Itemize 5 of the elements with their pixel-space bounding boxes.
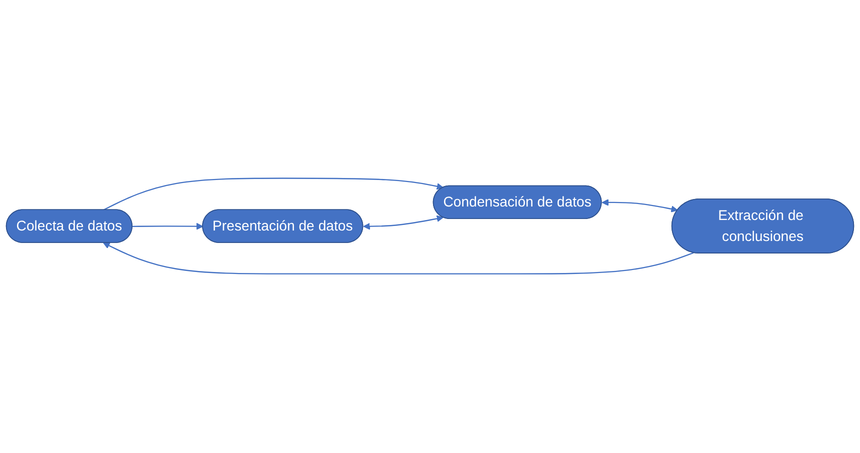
arrow bbox=[103, 242, 694, 275]
arrow bbox=[363, 216, 444, 230]
arrow bbox=[103, 178, 444, 211]
arrow bbox=[132, 223, 204, 230]
arrow bbox=[602, 199, 678, 213]
